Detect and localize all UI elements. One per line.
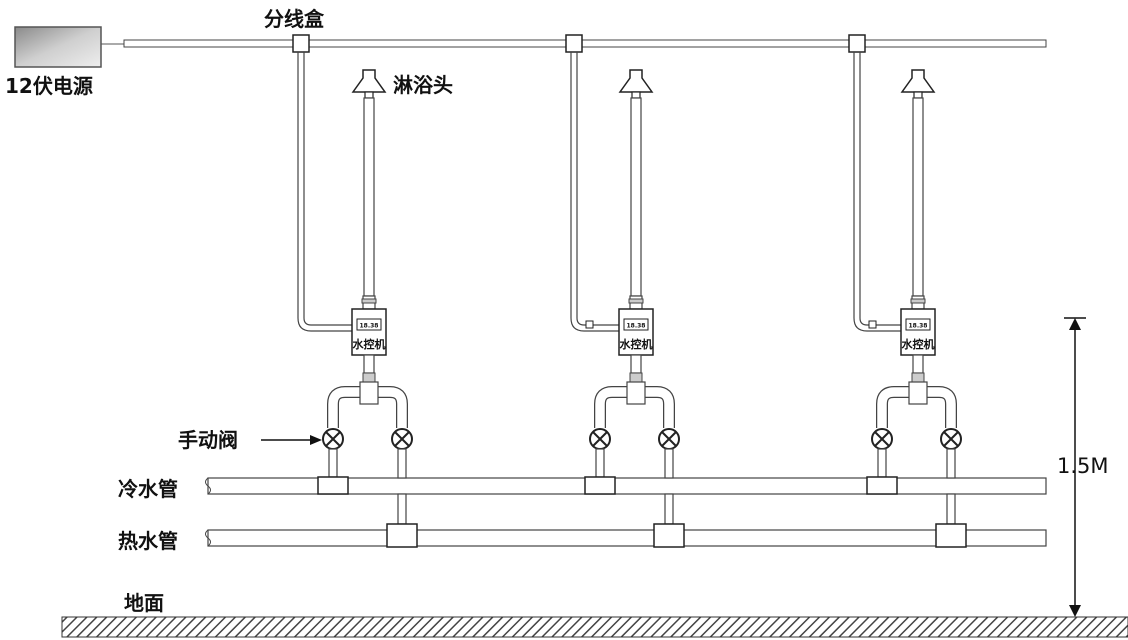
water-controller: [618, 308, 654, 356]
junction-box: [565, 34, 583, 53]
shower-neck: [913, 91, 923, 99]
manual-valve-label: 手动阀: [178, 428, 238, 452]
hot-branch-lower: [664, 493, 674, 525]
junction-box: [848, 34, 866, 53]
cold-tee: [584, 476, 616, 495]
controller-display-value: 18.38: [627, 323, 646, 330]
coupling-nut: [629, 372, 643, 383]
hot-tee: [935, 523, 967, 548]
cold-branch: [595, 448, 605, 478]
coupling-nut: [362, 372, 376, 383]
tee-fitting: [359, 381, 379, 405]
shower-head-icon: [900, 69, 936, 93]
coupling-nut: [911, 372, 925, 383]
shower-riser: [912, 97, 924, 297]
coupling-band: [628, 298, 644, 304]
hot-water-main: [205, 529, 1047, 547]
water-controller: [900, 308, 936, 356]
hot-pipe-label: 热水管: [118, 529, 178, 553]
shower-riser: [363, 97, 375, 297]
wire-conduit-inner: [859, 52, 901, 326]
hot-branch-lower: [397, 493, 407, 525]
shower-neck: [631, 91, 641, 99]
shower-head-icon: [618, 69, 654, 93]
coupling-bottom: [912, 354, 924, 374]
ground-label: 地面: [124, 591, 164, 615]
controller-display: [356, 318, 382, 331]
junction-box-label: 分线盒: [264, 7, 325, 31]
shower-riser: [630, 97, 642, 297]
coupling-bottom: [363, 354, 375, 374]
coupling-band: [910, 298, 926, 304]
hot-tee: [386, 523, 418, 548]
tee-fitting: [626, 381, 646, 405]
junction-box: [292, 34, 310, 53]
shower-head-label: 淋浴头: [393, 73, 453, 97]
cold-tee: [866, 476, 898, 495]
manual-valve-arrow: [261, 435, 322, 445]
height-label: 1.5M: [1057, 454, 1109, 478]
connector: [585, 320, 594, 329]
hot-branch-lower: [946, 493, 956, 525]
controller-display-value: 18.38: [909, 323, 928, 330]
shower-unit: 18.38 水控机: [848, 34, 967, 548]
cold-branch: [328, 448, 338, 478]
controller-label: 水控机: [353, 337, 386, 351]
wire-conduit-inner: [576, 52, 619, 326]
valve-cross: [874, 431, 890, 447]
connector: [868, 320, 877, 329]
controller-label: 水控机: [902, 337, 935, 351]
valve-cross: [943, 431, 959, 447]
valve-cross: [661, 431, 677, 447]
water-controller: [351, 308, 387, 356]
shower-neck: [364, 91, 374, 99]
wire-conduit-inner: [303, 52, 352, 326]
hot-branch: [397, 448, 407, 479]
shower-head-icon: [351, 69, 387, 93]
height-dimension: [1064, 317, 1086, 617]
controller-display-value: 18.38: [360, 323, 379, 330]
cold-tee: [317, 476, 349, 495]
valve-cross: [394, 431, 410, 447]
controller-display: [905, 318, 931, 331]
power-supply-box: [14, 26, 102, 68]
coupling-bottom: [630, 354, 642, 374]
cold-pipe-label: 冷水管: [118, 477, 178, 501]
shower-unit: 18.38 水控机: [292, 34, 418, 548]
hot-branch: [946, 448, 956, 479]
controller-display: [623, 318, 649, 331]
hot-branch: [664, 448, 674, 479]
valve-cross: [592, 431, 608, 447]
wire-conduit: [853, 52, 901, 332]
top-conduit: [101, 39, 1047, 48]
coupling-band: [361, 298, 377, 304]
valve-cross: [325, 431, 341, 447]
power-supply-label: 12伏电源: [5, 74, 93, 98]
tee-fitting: [908, 381, 928, 405]
hot-tee: [653, 523, 685, 548]
controller-label: 水控机: [620, 337, 653, 351]
cold-water-main: [205, 477, 1047, 495]
wire-conduit: [297, 52, 352, 332]
cold-branch: [877, 448, 887, 478]
wire-conduit: [570, 52, 619, 332]
shower-unit: 18.38 水控机: [565, 34, 685, 548]
ground-hatch: [61, 616, 1128, 638]
